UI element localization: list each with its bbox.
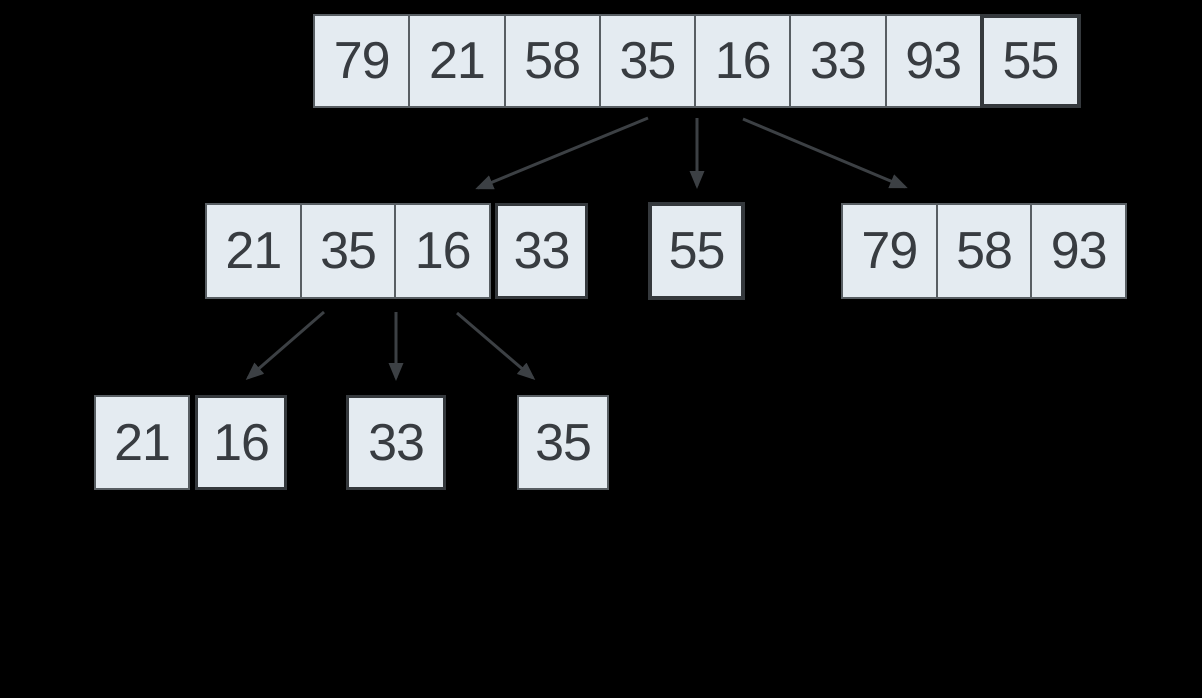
cell-value: 55 — [1002, 32, 1059, 90]
arrow-l1-to-less — [245, 310, 325, 380]
l2-greater: 35 — [517, 395, 609, 490]
cell-value: 16 — [213, 413, 270, 472]
cell-value: 33 — [809, 32, 867, 90]
arrow-l1-to-greater — [456, 311, 536, 380]
cell-value: 21 — [225, 222, 282, 280]
cell-value: 58 — [524, 32, 581, 90]
array-cell-33-pivot: 33 — [346, 395, 446, 490]
array-cell-35: 35 — [299, 203, 397, 299]
array-cell-58: 58 — [503, 14, 601, 108]
cell-value: 55 — [668, 222, 726, 280]
l2-less-b: 16 — [195, 395, 287, 490]
l1-mid-pivot: 55 — [648, 202, 745, 300]
cell-value: 93 — [905, 32, 962, 90]
cell-value: 93 — [1050, 222, 1108, 280]
l1-left: 21 35 16 — [205, 203, 492, 299]
array-cell-16: 16 — [694, 14, 792, 108]
array-cell-21: 21 — [205, 203, 302, 299]
array-cell-16-pivot: 16 — [195, 395, 287, 490]
array-cell-79: 79 — [313, 14, 411, 108]
cell-value: 79 — [333, 32, 391, 90]
l2-pivot: 33 — [346, 395, 446, 490]
cell-value: 16 — [414, 222, 472, 280]
arrow-l0-to-greater — [742, 117, 908, 189]
cell-value: 16 — [714, 32, 772, 90]
array-cell-93: 93 — [1030, 203, 1128, 299]
l2-less-a: 21 — [94, 395, 190, 490]
l1-right: 79 58 93 — [841, 203, 1128, 299]
cell-value: 58 — [956, 222, 1013, 280]
array-cell-21: 21 — [408, 14, 506, 108]
cell-value: 21 — [114, 413, 171, 472]
cell-value: 33 — [513, 222, 571, 280]
array-cell-33: 33 — [789, 14, 887, 108]
cell-value: 33 — [368, 413, 425, 472]
arrow-l0-to-less — [475, 116, 649, 190]
array-cell-93: 93 — [884, 14, 982, 108]
array-cell-33-pivot: 33 — [495, 203, 588, 299]
array-cell-55-pivot: 55 — [648, 202, 745, 300]
cell-value: 21 — [428, 32, 486, 90]
array-cell-55-pivot: 55 — [979, 14, 1081, 108]
l0-array: 79 21 58 35 16 33 93 55 — [313, 14, 1081, 108]
cell-value: 79 — [861, 222, 918, 280]
array-cell-21: 21 — [94, 395, 190, 490]
array-cell-79: 79 — [841, 203, 938, 299]
array-cell-35: 35 — [517, 395, 609, 490]
cell-value: 35 — [320, 222, 377, 280]
cell-value: 35 — [535, 413, 592, 472]
cell-value: 35 — [619, 32, 676, 90]
array-cell-58: 58 — [935, 203, 1033, 299]
array-cell-16: 16 — [394, 203, 492, 299]
l1-left-pivot: 33 — [495, 203, 588, 299]
array-cell-35: 35 — [598, 14, 696, 108]
